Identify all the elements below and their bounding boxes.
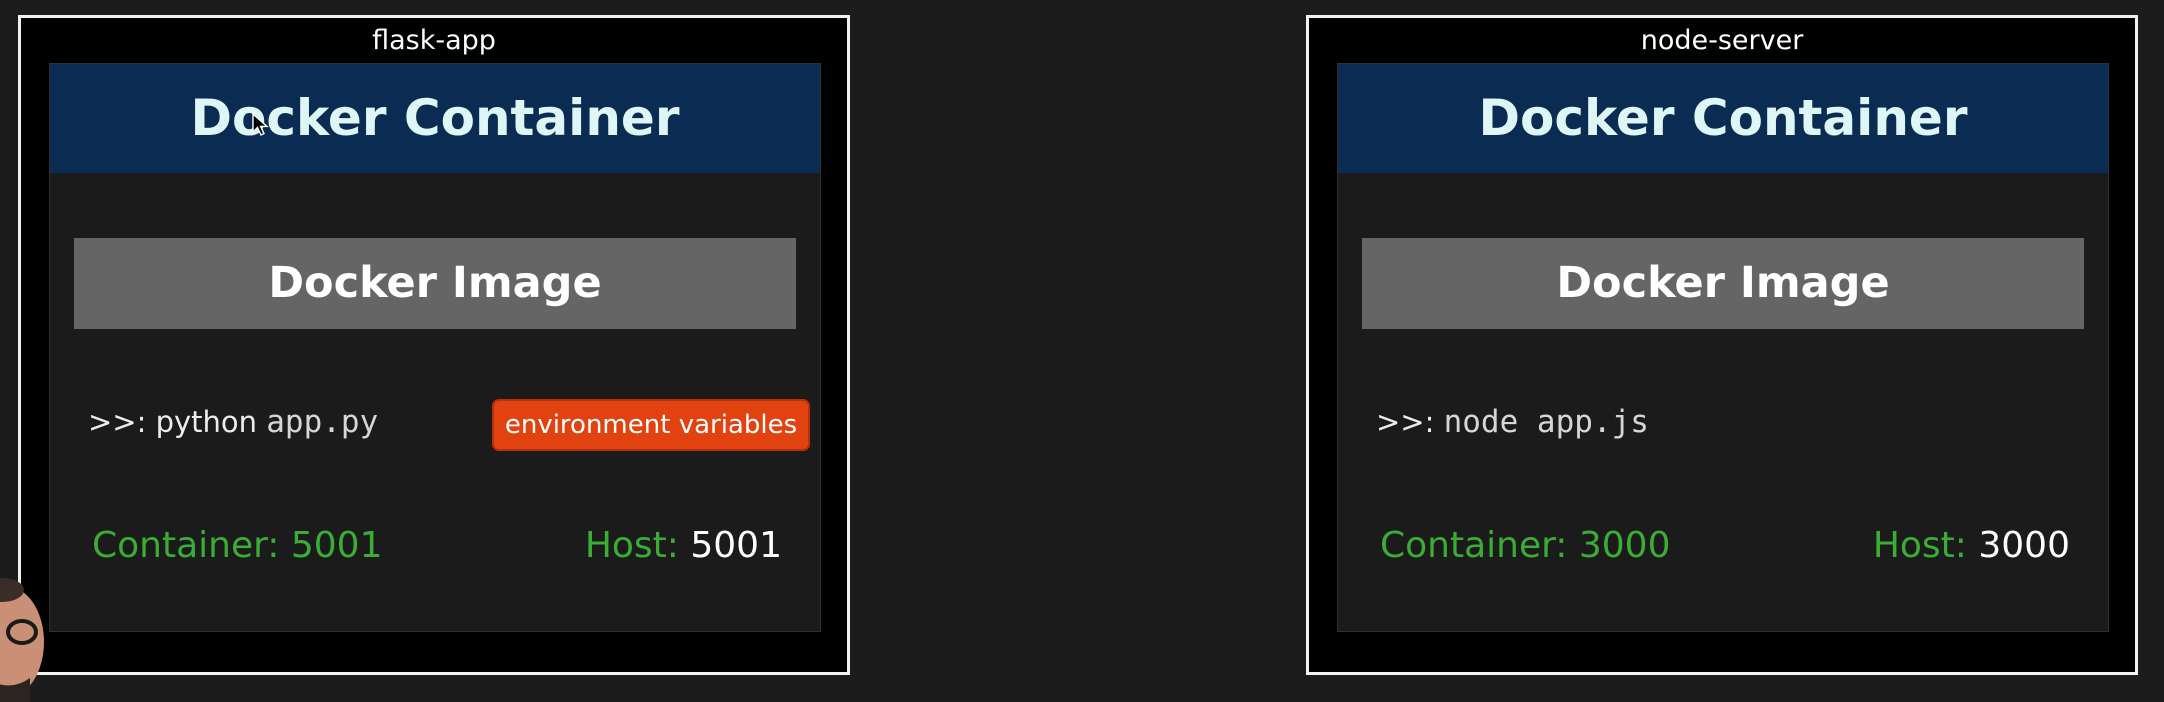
- docker-container-header: Docker Container: [50, 64, 820, 173]
- docker-image-box: Docker Image: [74, 238, 796, 329]
- run-command: >>: python app.py: [88, 404, 378, 440]
- host-port-value: 5001: [690, 525, 782, 566]
- presenter-webcam-image: [0, 570, 46, 702]
- command-prefix: >>:: [1376, 405, 1435, 439]
- host-port-value: 3000: [1978, 525, 2070, 566]
- container-port: Container: 5001: [92, 525, 383, 566]
- docker-container-box: Docker Container Docker Image >>: node a…: [1337, 63, 2109, 632]
- docker-container-box: Docker Container Docker Image >>: python…: [49, 63, 821, 632]
- host-port-label: Host:: [1872, 525, 1967, 566]
- node-server-panel: node-server Docker Container Docker Imag…: [1306, 15, 2138, 675]
- docker-container-header: Docker Container: [1338, 64, 2108, 173]
- host-port: Host: 3000: [1873, 524, 2070, 568]
- run-command: >>: node app.js: [1376, 404, 1649, 440]
- command-file: app.py: [266, 404, 379, 440]
- host-port-label: Host:: [584, 525, 679, 566]
- panel-title: flask-app: [372, 25, 496, 56]
- command-file: node app.js: [1443, 404, 1649, 440]
- command-prefix: >>: python: [88, 405, 258, 439]
- flask-app-panel: flask-app Docker Container Docker Image …: [18, 15, 850, 675]
- environment-variables-badge: environment variables: [492, 399, 810, 451]
- mouse-cursor-icon: [252, 113, 269, 136]
- container-port: Container: 3000: [1380, 525, 1671, 566]
- docker-image-box: Docker Image: [1362, 238, 2084, 329]
- host-port: Host: 5001: [585, 524, 782, 568]
- panel-title: node-server: [1640, 25, 1804, 56]
